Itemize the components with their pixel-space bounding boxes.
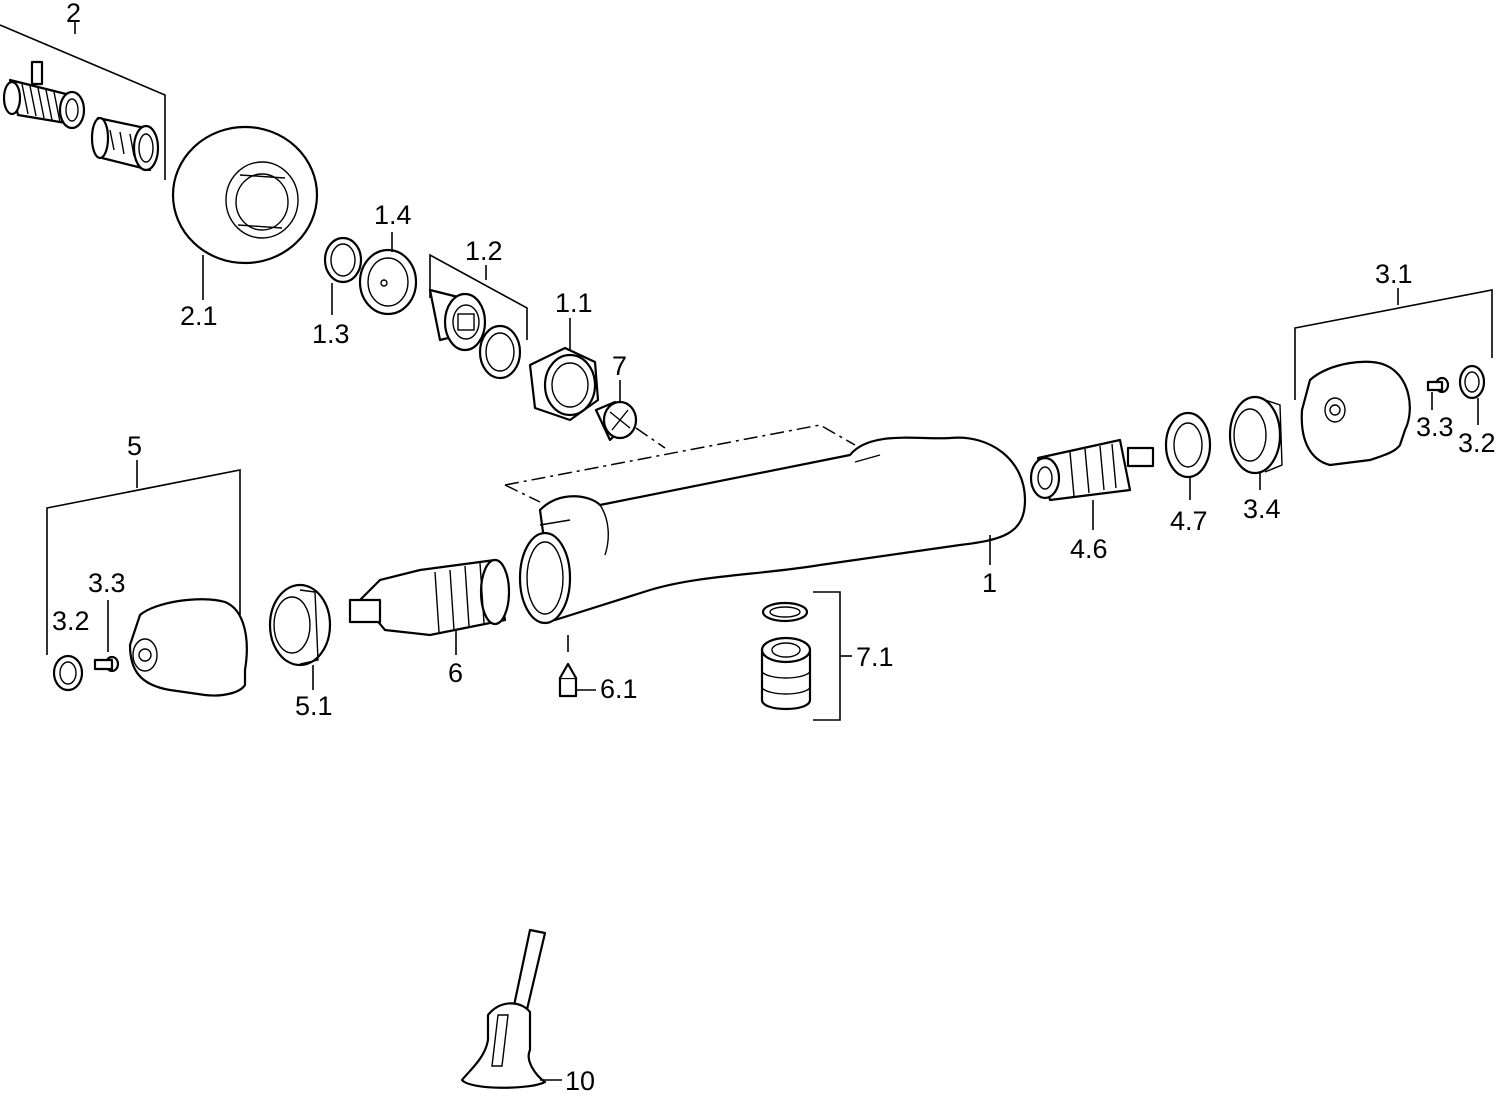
part-10-assembly-tool [460,928,562,1089]
part-6-thermostatic-cartridge [348,558,511,655]
part-7-1-check-valve-set [760,591,852,721]
label-5: 5 [127,431,142,461]
part-3-3-screw-right [1426,376,1450,410]
part-4-7-ring [1164,411,1212,500]
label-1-1: 1.1 [555,288,593,318]
part-3-4-adapter [1228,395,1283,490]
part-5-1-stop-ring [268,583,332,690]
label-10: 10 [565,1066,595,1096]
part-7-plug [594,380,666,449]
part-6-1-set-screw [558,635,596,698]
label-1-3: 1.3 [312,319,350,349]
part-1-thermostat-body [504,424,1027,625]
part-4-6-shut-off-cartridge [1029,438,1155,530]
label-5-1: 5.1 [295,691,333,721]
part-5-temperature-handle [46,460,248,697]
part-2-connection-set [0,22,166,180]
label-3-2-right: 3.2 [1458,428,1496,458]
label-4-6: 4.6 [1070,534,1108,564]
label-7: 7 [612,351,627,381]
part-3-2-cap-left [52,654,84,692]
label-1-2: 1.2 [465,236,503,266]
part-3-1-handle [1294,288,1493,467]
part-1-3-o-ring [323,236,363,315]
part-3-2-cap-right [1458,364,1486,425]
label-3-3-left: 3.3 [88,568,126,598]
label-3-3-right: 3.3 [1416,412,1454,442]
part-3-3-screw-left [93,600,120,673]
label-1-4: 1.4 [374,200,412,230]
label-3-1: 3.1 [1375,259,1413,289]
part-1-4-check-valve [358,232,418,316]
label-2-1: 2.1 [180,301,218,331]
label-2: 2 [66,0,81,28]
label-4-7: 4.7 [1170,506,1208,536]
label-3-4: 3.4 [1243,494,1281,524]
label-6: 6 [448,658,463,688]
part-1-2-filter-set [428,253,528,380]
part-1-1-union-nut [528,318,600,422]
label-7-1: 7.1 [856,642,894,672]
label-6-1: 6.1 [600,674,638,704]
label-1: 1 [982,568,997,598]
part-2-1-rosette [171,125,319,300]
label-3-2-left: 3.2 [52,606,90,636]
